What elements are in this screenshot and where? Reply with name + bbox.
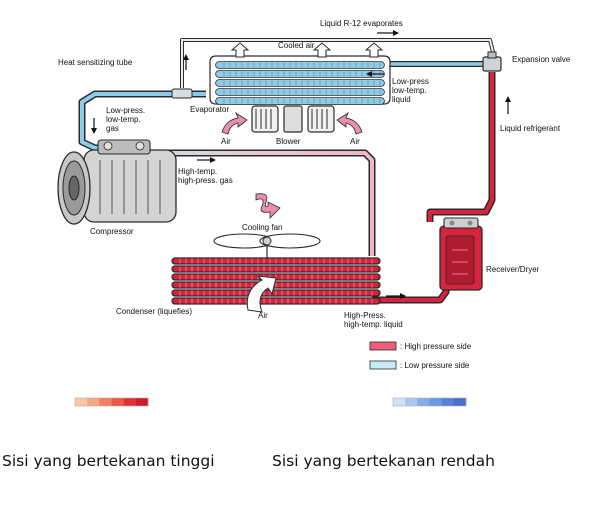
- receiver-dryer: [439, 217, 483, 291]
- label-liquid-refrigerant: Liquid refrigerant: [500, 124, 561, 133]
- liquid-line-upper: [426, 72, 496, 222]
- cooled-air-arrows: [230, 42, 384, 58]
- label-heat-sensitizing-tube: Heat sensitizing tube: [58, 58, 133, 67]
- evaporator-tube: [215, 61, 385, 69]
- label-receiver-dryer: Receiver/Dryer: [486, 265, 540, 274]
- gradient-swatch: [417, 398, 430, 406]
- heat-wave-icon: [255, 193, 281, 219]
- cooling-fan: [213, 233, 321, 258]
- legend: : High pressure side : Low pressure side: [369, 341, 472, 370]
- label-cooling-fan: Cooling fan: [242, 223, 282, 232]
- condenser-tube: [171, 265, 381, 273]
- label-air-condenser: Air: [258, 311, 268, 320]
- condenser-tube: [171, 289, 381, 297]
- label-high-press-liquid: High-Press. high-temp. liquid: [344, 311, 403, 329]
- gradient-swatch: [75, 398, 88, 406]
- label-high-temp-gas: High-temp. high-press. gas: [178, 167, 233, 185]
- evaporator-tube: [215, 79, 385, 87]
- liquid-line-lower: [372, 262, 450, 304]
- label-condenser: Condenser (liquefies): [116, 307, 192, 316]
- label-liquid-evaporates: Liquid R-12 evaporates: [320, 19, 403, 28]
- legend-low-label: : Low pressure side: [400, 361, 470, 370]
- condenser-tube: [171, 273, 381, 281]
- gradient-swatch: [393, 398, 406, 406]
- gradient-swatch: [135, 398, 149, 406]
- label-air-right: Air: [350, 137, 360, 146]
- legend-high-label: : High pressure side: [400, 342, 472, 351]
- gradient-swatch: [441, 398, 455, 406]
- label-line: High-temp.: [178, 167, 217, 176]
- label-blower: Blower: [276, 137, 301, 146]
- condenser-air-icon: [246, 275, 277, 313]
- label-line: high-press. gas: [178, 176, 233, 185]
- gradient-swatch: [111, 398, 124, 406]
- condenser-tube: [171, 257, 381, 265]
- air-arrow-left: [221, 111, 248, 135]
- label-line: low-temp.: [106, 115, 141, 124]
- label-line: high-temp. liquid: [344, 320, 403, 329]
- legend-low-swatch: [369, 360, 397, 370]
- label-compressor: Compressor: [90, 227, 134, 236]
- evaporator: [209, 55, 391, 105]
- condenser: [171, 257, 381, 305]
- label-line: liquid: [392, 95, 411, 104]
- gradient-swatch: [99, 398, 112, 406]
- evaporator-tube: [215, 70, 385, 78]
- low-pressure-gradient-bar: [392, 397, 467, 407]
- gradient-swatch: [123, 398, 137, 406]
- flow-arrows: [91, 30, 511, 299]
- air-arrow-right: [336, 111, 363, 135]
- legend-high-swatch: [369, 341, 397, 351]
- label-line: High-Press.: [344, 311, 386, 320]
- gradient-swatch: [453, 398, 467, 406]
- label-evaporator: Evaporator: [190, 105, 229, 114]
- caption-high-pressure: Sisi yang bertekanan tinggi: [2, 452, 215, 470]
- expansion-valve: [482, 51, 502, 72]
- condenser-tube: [171, 297, 381, 305]
- label-line: Low-press.: [106, 106, 145, 115]
- label-cooled-air: Cooled air: [278, 41, 315, 50]
- heat-sensitizing-bulb: [171, 88, 193, 99]
- gradient-swatch: [87, 398, 100, 406]
- high-pressure-gradient-bar: [74, 397, 149, 407]
- evaporator-tube: [215, 97, 385, 105]
- label-low-press-liquid: Low-press low-temp. liquid: [392, 77, 431, 104]
- label-line: low-temp.: [392, 86, 427, 95]
- label-expansion-valve: Expansion valve: [512, 55, 571, 64]
- label-line: Low-press: [392, 77, 429, 86]
- gradient-swatch: [405, 398, 418, 406]
- condenser-tube: [171, 281, 381, 289]
- compressor: [57, 139, 177, 225]
- evaporator-tube: [215, 88, 385, 96]
- blower: [251, 105, 335, 133]
- gradient-swatch: [429, 398, 442, 406]
- label-line: gas: [106, 124, 119, 133]
- caption-low-pressure: Sisi yang bertekanan rendah: [272, 452, 495, 470]
- label-low-press-gas: Low-press. low-temp. gas: [106, 106, 147, 133]
- label-air-left: Air: [221, 137, 231, 146]
